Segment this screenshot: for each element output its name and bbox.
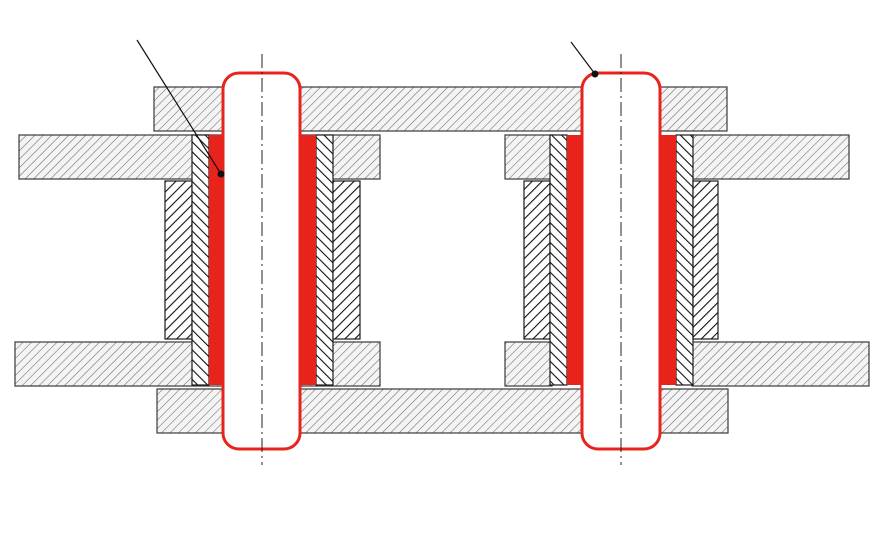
leader-dot-left xyxy=(217,170,225,178)
pins xyxy=(221,71,662,451)
sleeve-left-b xyxy=(300,135,316,385)
sleeve-left-a xyxy=(209,135,223,385)
bushing-left-inner xyxy=(315,134,334,386)
roller-assembly-right xyxy=(523,134,719,386)
inner-plates-right xyxy=(504,134,870,387)
bushing-right-inner xyxy=(675,134,694,386)
center-lines xyxy=(261,54,622,465)
roller-left-outer xyxy=(164,180,193,340)
bushing-left-outer xyxy=(191,134,210,386)
roller-assembly-left xyxy=(164,134,361,386)
sleeve-right-b xyxy=(660,135,676,385)
leader-line-left xyxy=(136,39,222,175)
highlight-sleeves xyxy=(209,135,676,385)
leader-lines xyxy=(136,39,599,178)
roller-left-inner xyxy=(332,180,361,340)
bushing-right-outer xyxy=(549,134,568,386)
sleeve-right-a xyxy=(567,135,582,385)
roller-right-outer xyxy=(523,180,551,340)
inner-plate-right-top-b xyxy=(691,134,850,180)
leader-line-right xyxy=(570,41,596,75)
leader-dot-right xyxy=(591,70,599,78)
inner-plate-right-bottom-b xyxy=(691,341,870,387)
roller-right-inner xyxy=(692,180,719,340)
inner-plate-right-bottom-a xyxy=(504,341,553,387)
inner-plate-right-top-a xyxy=(504,134,553,180)
